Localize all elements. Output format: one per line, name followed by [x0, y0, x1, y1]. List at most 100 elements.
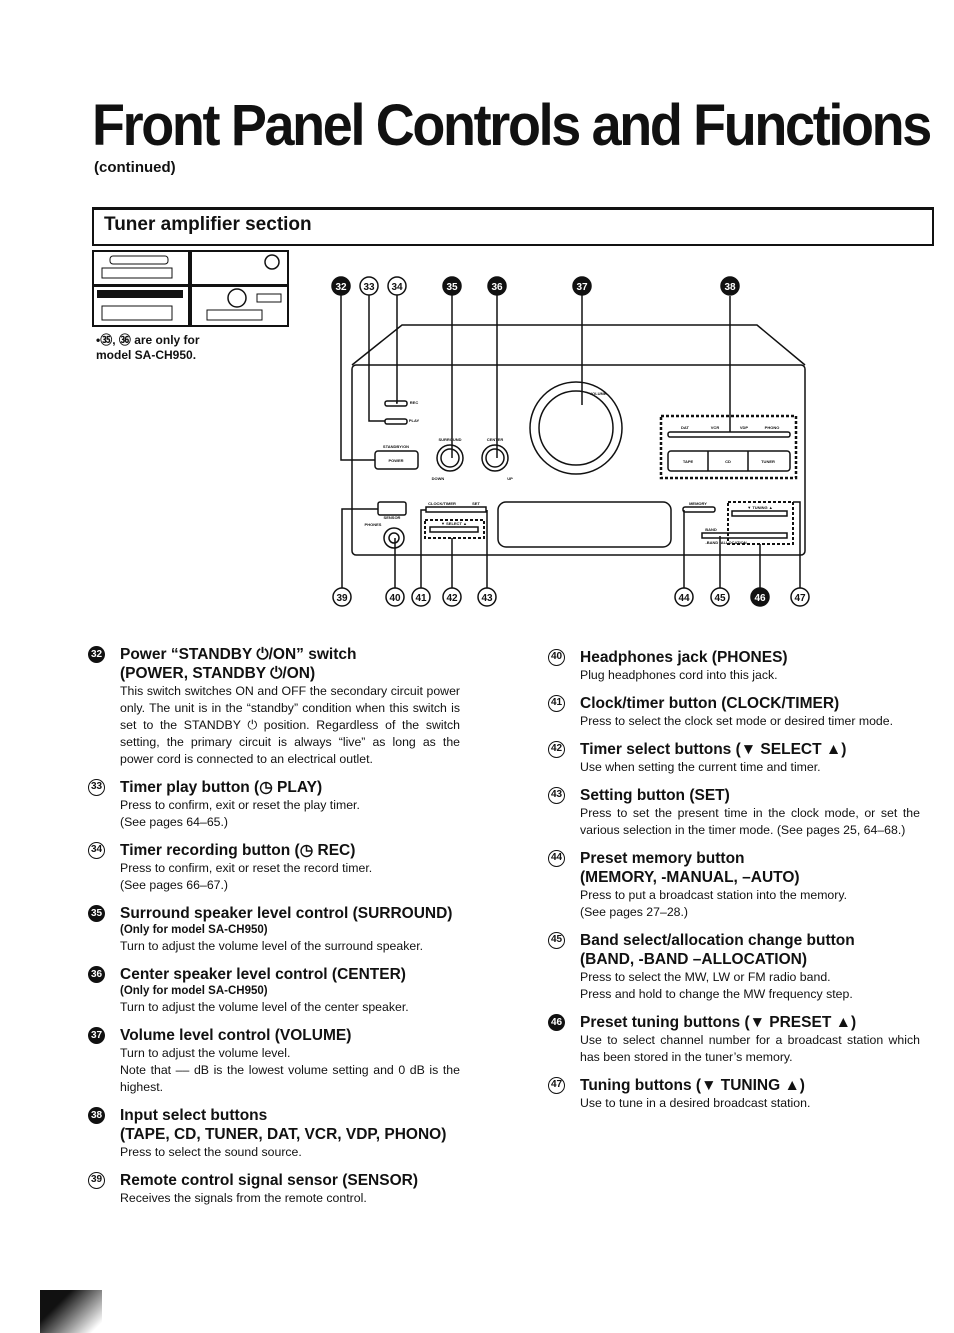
- panel-label-rec: REC: [410, 400, 419, 405]
- continued-label: (continued): [94, 159, 176, 176]
- callout-number: 46: [754, 593, 766, 604]
- item-number-badge: 36: [88, 966, 105, 983]
- item-heading-line: Surround speaker level control (SURROUND…: [120, 905, 453, 922]
- sensor: [377, 501, 407, 516]
- callout-number: 37: [576, 282, 588, 293]
- panel-label-down: DOWN: [432, 476, 445, 481]
- callout-47: 47: [790, 587, 810, 607]
- panel-label-volume: VOLUME: [589, 391, 606, 396]
- item-heading: 36 Center speaker level control (CENTER): [88, 965, 460, 984]
- note-line: •㉟, ㊱ are only for: [96, 333, 200, 347]
- item-description: Turn to adjust the volume level. Note th…: [120, 1046, 460, 1094]
- panel-label-up: UP: [507, 476, 513, 481]
- item-description: Press to set the present time in the clo…: [580, 806, 920, 837]
- item-heading-line: (BAND, -BAND –ALLOCATION): [580, 951, 808, 968]
- callout-41: 41: [411, 587, 431, 607]
- callout-number: 40: [389, 593, 401, 604]
- item-heading-line: Input select buttons: [120, 1107, 268, 1124]
- callout-number: 43: [481, 593, 493, 604]
- panel-label-memory: MEMORY: [689, 501, 707, 506]
- item-model-note: (Only for model SA-CH950): [120, 985, 268, 997]
- item-heading-line: Setting button (SET): [580, 787, 730, 804]
- panel-label-band: BAND: [705, 527, 717, 532]
- item-heading-line: Clock/timer button (CLOCK/TIMER): [580, 695, 840, 712]
- panel-label-play: PLAY: [409, 418, 420, 423]
- item-36: 36 Center speaker level control (CENTER) (…: [88, 965, 460, 1016]
- item-heading-line: Timer recording button (◷ REC): [120, 842, 356, 859]
- model-note: •㉟, ㊱ are only for model SA-CH950.: [96, 333, 200, 363]
- item-number-badge: 43: [548, 787, 565, 804]
- item-description: Press to put a broadcast station into th…: [580, 888, 848, 919]
- callout-34: 34: [387, 276, 407, 296]
- item-number-badge: 38: [88, 1107, 105, 1124]
- unit-thumbnail: [92, 250, 289, 327]
- callout-43: 43: [477, 587, 497, 607]
- callout-number: 39: [336, 593, 348, 604]
- item-description: Plug headphones cord into this jack.: [580, 668, 778, 682]
- item-number-badge: 42: [548, 741, 565, 758]
- item-description: This switch switches ON and OFF the seco…: [120, 684, 460, 766]
- item-heading-line: (MEMORY, -MANUAL, –AUTO): [580, 869, 800, 886]
- item-heading-line: Headphones jack (PHONES): [580, 649, 788, 666]
- item-number-badge: 33: [88, 779, 105, 796]
- callout-38: 38: [720, 276, 740, 296]
- item-heading-line: Timer select buttons (▼ SELECT ▲): [580, 741, 847, 758]
- panel-label-sensor: SENSOR: [384, 515, 401, 520]
- panel-label-clock: CLOCK/TIMER: [428, 501, 456, 506]
- section-header: Tuner amplifier section: [92, 207, 934, 246]
- panel-label-tuner: TUNER: [761, 459, 775, 464]
- callout-33: 33: [359, 276, 379, 296]
- callout-number: 35: [446, 282, 458, 293]
- panel-label-power: POWER: [388, 458, 403, 463]
- scan-artifact: [40, 1290, 102, 1333]
- item-description: Receives the signals from the remote con…: [120, 1191, 367, 1205]
- note-line: model SA-CH950.: [96, 348, 197, 362]
- callout-number: 34: [391, 282, 403, 293]
- item-43: 43 Setting button (SET) Press to set the p…: [548, 786, 920, 839]
- panel-label-tuning: ▼ TUNING ▲: [747, 505, 773, 510]
- callout-42: 42: [442, 587, 462, 607]
- volume-knob: [529, 381, 623, 475]
- item-heading-line: (POWER, STANDBY ⏻/ON): [120, 665, 316, 682]
- callout-number: 38: [724, 282, 736, 293]
- center-knob: [481, 444, 509, 472]
- item-description: Use to tune in a desired broadcast stati…: [580, 1096, 811, 1110]
- phones-jack: [383, 527, 405, 549]
- panel-label-vdp: VDP: [740, 425, 749, 430]
- display-window: [497, 501, 672, 548]
- item-heading-line: Preset memory button: [580, 850, 745, 867]
- panel-label-cd: CD: [725, 459, 731, 464]
- item-heading-line: Center speaker level control (CENTER): [120, 966, 406, 983]
- panel-label-vcr: VCR: [711, 425, 720, 430]
- callout-number: 36: [491, 282, 503, 293]
- item-description: Press to select the clock set mode or de…: [580, 714, 894, 728]
- item-number-badge: 39: [88, 1172, 105, 1189]
- callout-number: 45: [714, 593, 726, 604]
- item-number-badge: 40: [548, 649, 565, 666]
- item-number-badge: 47: [548, 1077, 565, 1094]
- callout-37: 37: [572, 276, 592, 296]
- item-40: 40 Headphones jack (PHONES) Plug headphone…: [548, 648, 920, 684]
- panel-label-dat: DAT: [681, 425, 689, 430]
- item-description: Press to confirm, exit or reset the play…: [120, 798, 360, 829]
- panel-label-standby: STANDBY/ON: [383, 444, 409, 449]
